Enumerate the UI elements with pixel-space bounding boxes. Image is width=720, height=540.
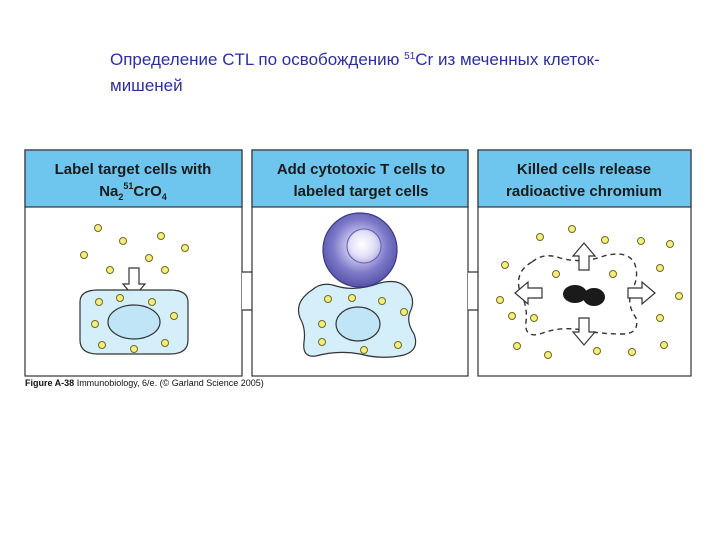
slide-title: Определение CTL по освобождению 51Cr из … xyxy=(110,50,600,95)
panel-3-line2: radioactive chromium xyxy=(506,183,662,200)
panel-1-line2: Na251CrO4 xyxy=(99,181,167,202)
figure-credit: Immunobiology, 6/e. (© Garland Science 2… xyxy=(74,378,264,388)
panel-add-t-cells: Add cytotoxic T cells to labeled target … xyxy=(251,149,469,377)
figure-caption: Figure A-38 Immunobiology, 6/e. (© Garla… xyxy=(25,378,264,388)
panel-label-target-cells: Label target cells with Na251CrO4 xyxy=(24,149,243,377)
panel-header xyxy=(477,149,692,208)
right-arrow-icon xyxy=(627,280,656,306)
isotope-dots xyxy=(80,224,189,274)
dead-nucleus xyxy=(563,285,605,306)
panel-3-line1: Killed cells release xyxy=(517,161,651,178)
lysed-cell-outline xyxy=(517,253,638,336)
down-arrow-icon xyxy=(571,317,597,346)
up-arrow-icon xyxy=(571,242,597,271)
cell-nucleus xyxy=(107,304,161,340)
panel-header xyxy=(251,149,469,208)
internal-isotope-dots xyxy=(91,294,178,353)
panel-header xyxy=(24,149,243,208)
panel-2-line2: labeled target cells xyxy=(293,183,428,200)
figure-label: Figure A-38 xyxy=(25,378,75,388)
isotope-superscript: 51 xyxy=(404,51,416,62)
panel-1-line1: Label target cells with xyxy=(55,161,212,178)
panel-2-line1: Add cytotoxic T cells to xyxy=(277,161,445,178)
internal-isotope-dots xyxy=(318,294,408,354)
released-isotope-dots xyxy=(496,225,683,359)
t-cell-nucleus xyxy=(346,228,382,264)
panel-killed-cells: Killed cells release radioactive chromiu… xyxy=(477,149,692,377)
cell-nucleus xyxy=(335,306,381,342)
left-arrow-icon xyxy=(514,280,543,306)
